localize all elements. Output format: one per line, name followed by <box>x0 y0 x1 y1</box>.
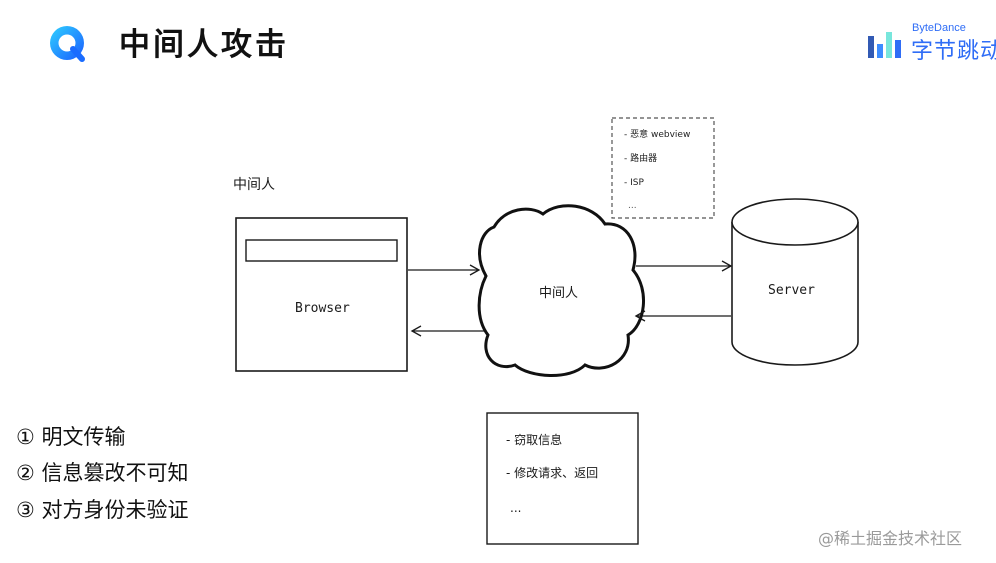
brand-logo: ByteDance 字节跳动 <box>866 22 996 66</box>
cloud-label: 中间人 <box>539 286 578 301</box>
browser-label: Browser <box>295 301 350 316</box>
bytedance-bars-icon <box>868 32 901 58</box>
browser-address-bar <box>245 239 398 262</box>
source-item: - ISP <box>624 178 644 188</box>
app-logo-icon <box>50 26 85 62</box>
mitm-label: 中间人 <box>233 177 275 193</box>
issue-item: ② 信息篡改不可知 <box>16 461 189 485</box>
source-item: - 路由器 <box>624 152 657 164</box>
mitm-cloud <box>477 204 645 377</box>
server-cylinder-top <box>731 198 859 246</box>
mitm-sources-box <box>611 117 715 219</box>
watermark: @稀土掘金技术社区 <box>818 529 963 548</box>
brand-name-en: ByteDance <box>912 22 966 34</box>
mitm-actions-box <box>486 412 639 545</box>
issue-item: ③ 对方身份未验证 <box>16 498 189 522</box>
action-item: - 修改请求、返回 <box>506 465 598 480</box>
brand-name-cn: 字节跳动 <box>911 39 996 64</box>
action-item: ... <box>510 501 521 515</box>
action-item: - 窃取信息 <box>506 432 562 447</box>
issue-item: ① 明文传输 <box>16 425 126 449</box>
server-cylinder <box>731 222 859 366</box>
source-item: - 恶意 webview <box>624 128 690 140</box>
server-label: Server <box>768 283 815 298</box>
page-title: 中间人攻击 <box>119 27 289 63</box>
source-item: ... <box>628 201 637 211</box>
